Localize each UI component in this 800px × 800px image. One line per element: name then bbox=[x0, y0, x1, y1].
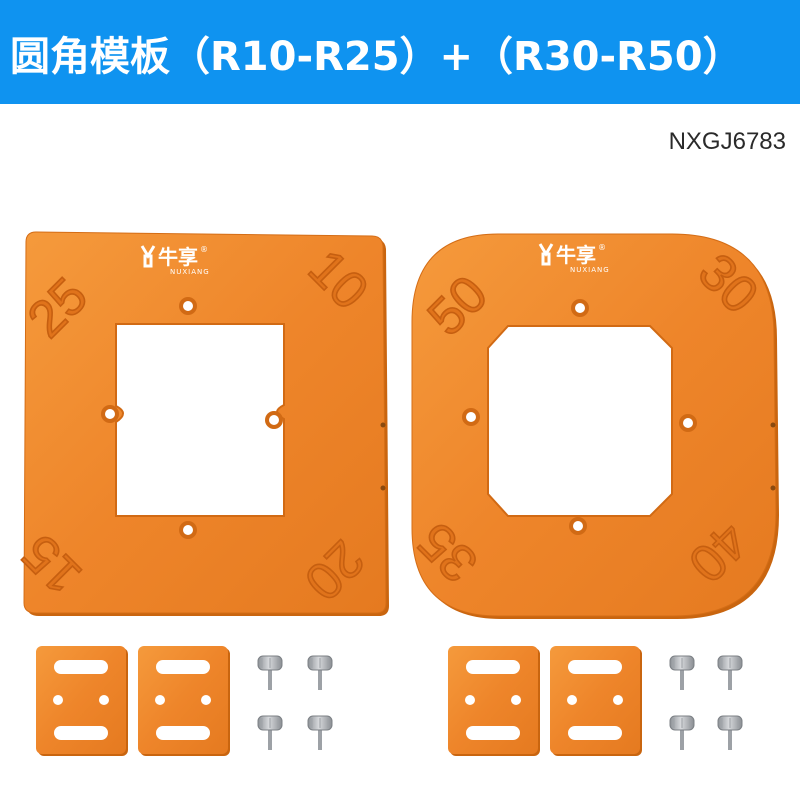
spacer-plate bbox=[138, 646, 230, 756]
spacer-plate bbox=[448, 646, 540, 756]
spacer-plate bbox=[36, 646, 128, 756]
screw-hole bbox=[179, 521, 197, 539]
screw-hole bbox=[265, 411, 283, 429]
thumb-screw bbox=[669, 715, 695, 750]
left-template: 牛享 NUXIANG ® 25 10 20 15 bbox=[10, 231, 389, 616]
thumb-screw bbox=[307, 655, 333, 690]
screw-hole bbox=[101, 405, 119, 423]
brand-logo: 牛享 NUXIANG ® bbox=[538, 243, 610, 274]
screw-hole bbox=[179, 297, 197, 315]
brand-logo: 牛享 NUXIANG ® bbox=[140, 245, 210, 276]
thumb-screw bbox=[717, 655, 743, 690]
thumb-screw bbox=[669, 655, 695, 690]
thumb-screw bbox=[307, 715, 333, 750]
brand-name-cn: 牛享 bbox=[556, 243, 596, 267]
title-banner: 圆角模板（R10-R25）+（R30-R50） bbox=[0, 0, 800, 104]
brand-name-en: NUXIANG bbox=[170, 268, 210, 276]
screw-hole bbox=[679, 414, 697, 432]
thumb-screw bbox=[717, 715, 743, 750]
brand-registered: ® bbox=[598, 243, 606, 252]
screw-hole bbox=[571, 299, 589, 317]
brand-name-cn: 牛享 bbox=[158, 245, 198, 269]
thumb-screw bbox=[257, 715, 283, 750]
spacer-plate bbox=[550, 646, 642, 756]
thumb-screw bbox=[257, 655, 283, 690]
right-template: 牛享 NUXIANG ® 50 30 40 35 bbox=[406, 233, 779, 619]
banner-title: 圆角模板（R10-R25）+（R30-R50） bbox=[10, 34, 743, 80]
brand-name-en: NUXIANG bbox=[570, 266, 610, 274]
screw-hole bbox=[462, 408, 480, 426]
screw-hole bbox=[569, 517, 587, 535]
brand-registered: ® bbox=[200, 245, 208, 254]
model-number: NXGJ6783 bbox=[668, 128, 786, 155]
